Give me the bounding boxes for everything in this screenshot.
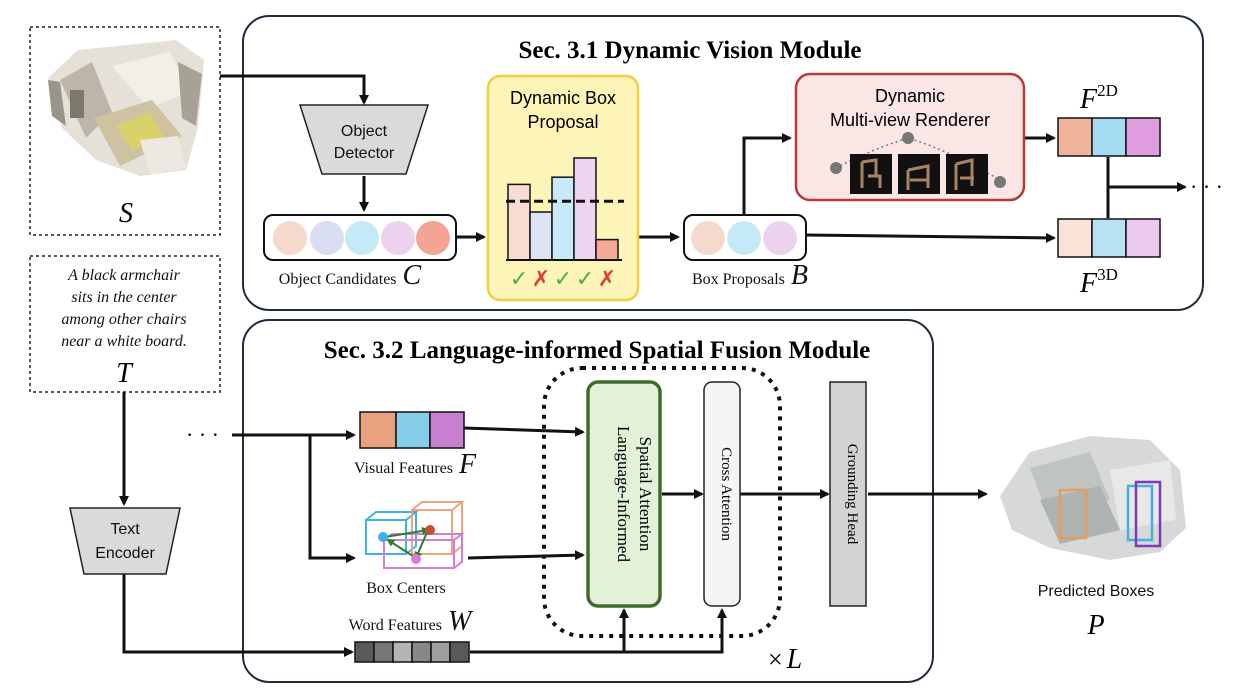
feature-3d-cell-3 xyxy=(1125,218,1161,258)
repeat-label: ×L xyxy=(768,644,802,675)
candidate-circle-3 xyxy=(345,221,379,255)
predicted-boxes-symbol: P xyxy=(1086,610,1104,641)
section1-panel xyxy=(242,15,1204,311)
feature-2d-symbol: F2D xyxy=(1079,81,1118,115)
visual-feature-cell-1 xyxy=(359,411,397,449)
cross-mark-icon: ✗ xyxy=(598,267,616,292)
predicted-scene-image xyxy=(1000,436,1186,560)
text-symbol: T xyxy=(116,358,134,389)
visual-feature-cell-3 xyxy=(429,411,465,449)
check-mark-icon: ✓ xyxy=(510,267,528,292)
arrow-to-box-centers xyxy=(308,435,356,563)
object-detector-line1: Object xyxy=(341,123,388,140)
candidate-circle-2 xyxy=(310,221,344,255)
proposal-bar xyxy=(573,157,597,261)
feature-3d-cell-1 xyxy=(1057,218,1093,258)
proposal-circle-2 xyxy=(727,221,761,255)
candidate-circle-1 xyxy=(273,221,307,255)
continuation-dots-left: · · · xyxy=(186,422,219,447)
repeat-block-frame xyxy=(542,366,782,638)
proposal-bar xyxy=(551,176,575,261)
renderer-line2: Multi-view Renderer xyxy=(830,110,990,130)
box-centers-icon xyxy=(365,501,465,569)
object-detector-block xyxy=(298,104,430,175)
dynamic-box-proposal-line1: Dynamic Box xyxy=(510,88,616,108)
box-centers-label: Box Centers xyxy=(366,580,446,597)
continuation-dots: · · · xyxy=(1190,174,1223,199)
feature-2d-cell-2 xyxy=(1091,117,1127,157)
camera-icon xyxy=(902,132,914,144)
text-encoder-block xyxy=(69,507,181,575)
scene-point-cloud-image xyxy=(48,40,204,176)
feature-2d-cell-3 xyxy=(1125,117,1161,157)
grounding-head-block xyxy=(829,381,867,607)
arrow-encoder-to-words xyxy=(122,572,354,657)
text-line-2: sits in the center xyxy=(71,289,177,306)
proposal-bars xyxy=(507,157,619,261)
proposal-marks: ✓✗✓✓✗ xyxy=(510,267,616,292)
arrow-words-to-cross xyxy=(624,608,727,654)
predicted-box-orange xyxy=(1058,488,1088,540)
proposal-circle-1 xyxy=(691,221,725,255)
proposal-bar xyxy=(507,183,531,261)
camera-icon xyxy=(830,162,842,174)
check-mark-icon: ✓ xyxy=(554,267,572,292)
text-line-1: A black armchair xyxy=(67,267,180,284)
section2-title: Sec. 3.2 Language-informed Spatial Fusio… xyxy=(324,337,871,364)
text-line-3: among other chairs xyxy=(61,311,186,328)
visual-feature-cell-2 xyxy=(395,411,431,449)
arrow-boxes-to-renderer xyxy=(742,133,792,216)
lisa-line2: Spatial Attention xyxy=(636,437,655,552)
grounding-head-label: Grounding Head xyxy=(844,444,860,545)
proposal-bar xyxy=(529,211,553,261)
candidate-circle-5 xyxy=(416,221,450,255)
cross-mark-icon: ✗ xyxy=(532,267,550,292)
cross-attention-label: Cross Attention xyxy=(718,447,734,541)
arrow-boxes-to-f3d xyxy=(805,232,1056,243)
scene-frame xyxy=(29,26,221,236)
cross-attention-block xyxy=(703,381,741,607)
predicted-box-blue xyxy=(1126,484,1154,542)
object-detector-line2: Detector xyxy=(334,145,395,162)
predicted-box-purple xyxy=(1134,480,1162,548)
feature-3d-symbol: F3D xyxy=(1079,265,1118,299)
proposal-circle-3 xyxy=(763,221,797,255)
camera-icon xyxy=(994,176,1006,188)
lisa-block xyxy=(586,380,662,608)
proposal-bar xyxy=(595,238,619,261)
text-encoder-line1: Text xyxy=(110,521,140,538)
arrow-scene-to-detector xyxy=(220,74,369,105)
text-encoder-line2: Encoder xyxy=(95,545,155,562)
lisa-line1: Language-Informed xyxy=(614,426,633,562)
section1-title: Sec. 3.1 Dynamic Vision Module xyxy=(518,37,861,64)
renderer-camera-views xyxy=(830,132,1006,194)
feature-3d-cell-2 xyxy=(1091,218,1127,258)
renderer-line1: Dynamic xyxy=(875,86,945,106)
predicted-boxes-label: Predicted Boxes xyxy=(1038,583,1155,600)
arrow-centers-to-lisa xyxy=(467,550,585,561)
render-view-2 xyxy=(898,154,940,194)
feature-2d-cell-1 xyxy=(1057,117,1093,157)
check-mark-icon: ✓ xyxy=(576,267,594,292)
text-line-4: near a white board. xyxy=(61,333,187,350)
dynamic-box-proposal-line2: Proposal xyxy=(527,112,598,132)
word-features-bar xyxy=(354,641,470,663)
section2-panel xyxy=(242,319,934,683)
scene-symbol: S xyxy=(119,198,133,229)
candidate-circle-4 xyxy=(381,221,415,255)
arrow-visual-to-lisa xyxy=(463,426,585,437)
